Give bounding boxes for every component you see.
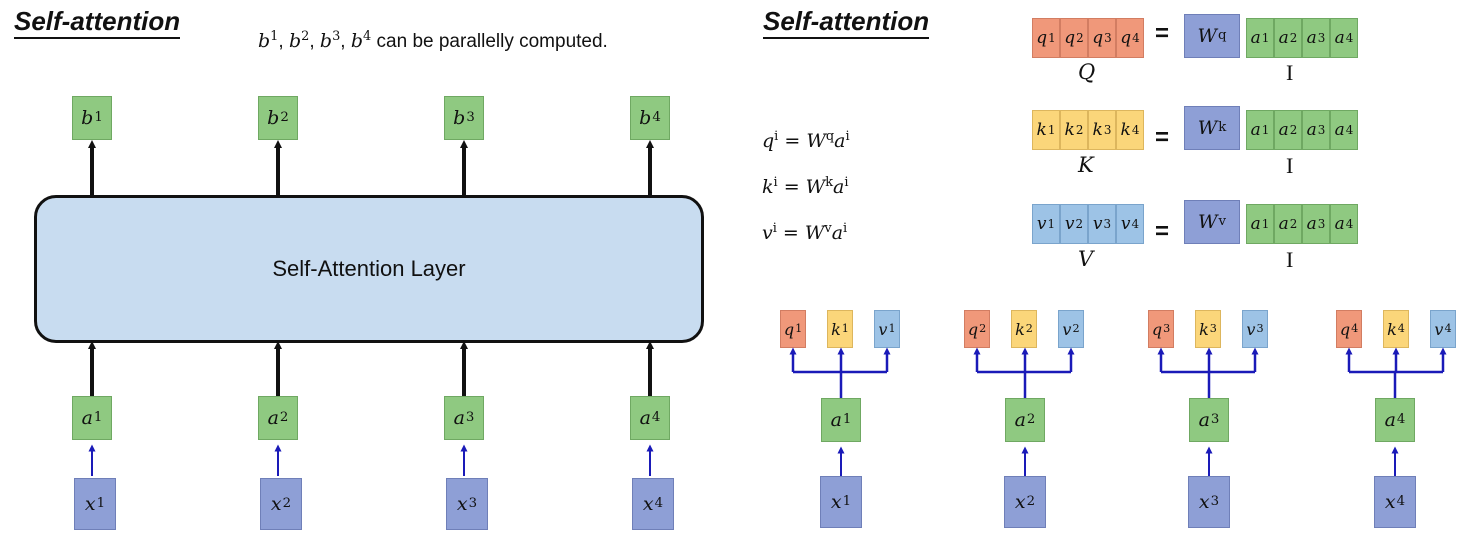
right-title: Self-attention — [763, 6, 930, 39]
x-to-a-arrows-left — [88, 444, 654, 476]
left-title: Self-attention — [14, 6, 181, 39]
qkv-branch-connectors — [789, 347, 1447, 398]
x-to-a-arrows-right — [837, 446, 1399, 476]
equals-v: = — [1155, 218, 1170, 245]
q-row-input-label: I — [1286, 60, 1294, 85]
note-b2: b2 — [288, 28, 310, 52]
equals-k: = — [1155, 124, 1170, 151]
v-matrix-label: V — [1078, 247, 1094, 271]
k-row-input-label: I — [1286, 153, 1294, 178]
layer-to-output-arrows — [88, 140, 654, 195]
input-to-layer-arrows — [88, 341, 654, 396]
equals-q: = — [1155, 20, 1170, 47]
v-row-input-label: I — [1286, 247, 1294, 272]
formula-k: ki = Wkai — [762, 174, 849, 198]
self-attention-layer: Self-Attention Layer — [34, 195, 704, 343]
parallel-note: b1, b2, b3, b4 can be parallelly compute… — [258, 28, 608, 52]
note-b1: b1 — [258, 28, 279, 52]
k-matrix-label: K — [1078, 153, 1094, 177]
note-b3: b3 — [319, 28, 341, 52]
note-b4: b4 — [350, 28, 372, 52]
q-matrix-label: Q — [1078, 60, 1096, 84]
layer-label: Self-Attention Layer — [272, 256, 466, 281]
note-text: can be parallelly computed. — [371, 31, 608, 52]
formula-q: qi = Wqai — [762, 128, 850, 152]
formula-v: vi = Wvai — [762, 220, 848, 244]
